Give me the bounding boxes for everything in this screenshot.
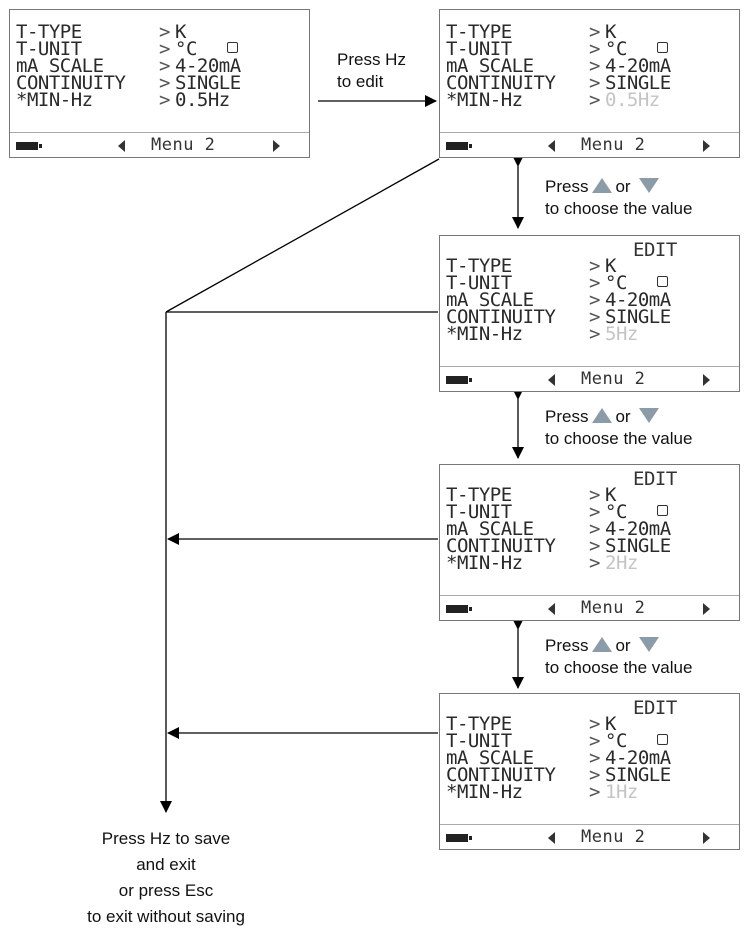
row-continuity: CONTINUITY>SINGLE [446, 535, 671, 557]
press-line: Press or [545, 176, 692, 198]
menu-label: Menu 2 [581, 827, 646, 847]
menu-label: Menu 2 [581, 598, 646, 618]
up-triangle-icon [592, 178, 613, 193]
press-text: Press [545, 407, 589, 426]
row-min-hz: *MIN-Hz>2Hz [446, 552, 638, 574]
choose-text: to choose the value [545, 429, 693, 448]
left-arrow-icon [548, 140, 555, 152]
left-arrow-icon [548, 832, 555, 844]
row-t-type: T-TYPE>K [446, 255, 616, 277]
lock-icon [226, 42, 238, 53]
left-arrow-icon [548, 374, 555, 386]
diagonal-connector [165, 158, 440, 313]
left-arrow-icon [548, 603, 555, 615]
row-t-unit: T-UNIT>°C [16, 40, 238, 59]
lcd-screen-5: EDIT T-TYPE>K T-UNIT>°C mA SCALE>4-20mA … [439, 693, 740, 850]
row-t-unit: T-UNIT>°C [446, 732, 668, 751]
lock-icon [656, 276, 668, 287]
press-line: Press or [545, 635, 692, 657]
note-line: and exit [136, 855, 196, 874]
menu-label: Menu 2 [151, 135, 216, 155]
status-bar: Menu 2 [440, 824, 739, 849]
row-t-unit: T-UNIT>°C [446, 503, 668, 522]
note-line: to exit without saving [87, 907, 245, 926]
status-bar: Menu 2 [10, 132, 309, 157]
or-text: or [615, 177, 631, 196]
row-ma-scale: mA SCALE>4-20mA [16, 55, 241, 77]
save-exit-note: Press Hz to save and exit or press Esc t… [44, 826, 288, 930]
row-continuity: CONTINUITY>SINGLE [446, 764, 671, 786]
up-triangle-icon [592, 408, 613, 423]
or-text: or [615, 407, 631, 426]
lock-icon [656, 42, 668, 53]
row-t-unit: T-UNIT>°C [446, 274, 668, 293]
battery-icon [446, 834, 472, 842]
note-line: or press Esc [118, 881, 214, 900]
right-arrow-icon [703, 140, 710, 152]
row-ma-scale: mA SCALE>4-20mA [446, 747, 671, 769]
row-ma-scale: mA SCALE>4-20mA [446, 518, 671, 540]
press-hz-to-edit-note: Press Hz to edit [337, 49, 406, 93]
menu-label: Menu 2 [581, 135, 646, 155]
status-bar: Menu 2 [440, 132, 739, 157]
edit-label: EDIT [633, 697, 677, 719]
or-text: or [615, 636, 631, 655]
lcd-screen-3: EDIT T-TYPE>K T-UNIT>°C mA SCALE>4-20mA … [439, 235, 740, 392]
row-t-type: T-TYPE>K [16, 21, 186, 43]
row-t-type: T-TYPE>K [446, 713, 616, 735]
choose-value-note-1: Press or to choose the value [545, 176, 692, 220]
choose-value-note-3: Press or to choose the value [545, 635, 692, 679]
row-continuity: CONTINUITY>SINGLE [446, 306, 671, 328]
right-arrow-icon [273, 140, 280, 152]
battery-icon [16, 142, 42, 150]
up-triangle-icon [592, 637, 613, 652]
choose-value-note-2: Press or to choose the value [545, 406, 692, 450]
status-bar: Menu 2 [440, 366, 739, 391]
row-t-unit: T-UNIT>°C [446, 40, 668, 59]
choose-text: to choose the value [545, 199, 693, 218]
note-line: to edit [337, 72, 384, 91]
note-line: Press Hz [337, 50, 406, 69]
row-min-hz: *MIN-Hz>0.5Hz [446, 89, 660, 111]
note-line: Press Hz to save [101, 829, 231, 848]
status-bar: Menu 2 [440, 595, 739, 620]
lock-icon [656, 505, 668, 516]
lcd-screen-4: EDIT T-TYPE>K T-UNIT>°C mA SCALE>4-20mA … [439, 464, 740, 621]
left-arrow-icon [118, 140, 125, 152]
right-arrow-icon [703, 832, 710, 844]
edit-label: EDIT [633, 239, 677, 261]
press-line: Press or [545, 406, 692, 428]
edit-label: EDIT [633, 468, 677, 490]
row-min-hz: *MIN-Hz>1Hz [446, 781, 638, 803]
row-t-type: T-TYPE>K [446, 21, 616, 43]
choose-text: to choose the value [545, 658, 693, 677]
battery-icon [446, 142, 472, 150]
battery-icon [446, 376, 472, 384]
lcd-screen-1: T-TYPE>K T-UNIT>°C mA SCALE>4-20mA CONTI… [9, 9, 310, 158]
right-arrow-icon [703, 374, 710, 386]
lock-icon [656, 734, 668, 745]
press-text: Press [545, 177, 589, 196]
row-ma-scale: mA SCALE>4-20mA [446, 289, 671, 311]
row-min-hz: *MIN-Hz>5Hz [446, 323, 638, 345]
row-continuity: CONTINUITY>SINGLE [16, 72, 241, 94]
row-min-hz: *MIN-Hz>0.5Hz [16, 89, 230, 111]
row-continuity: CONTINUITY>SINGLE [446, 72, 671, 94]
down-triangle-icon [638, 178, 659, 193]
battery-icon [446, 605, 472, 613]
row-ma-scale: mA SCALE>4-20mA [446, 55, 671, 77]
menu-label: Menu 2 [581, 369, 646, 389]
right-arrow-icon [703, 603, 710, 615]
row-t-type: T-TYPE>K [446, 484, 616, 506]
down-triangle-icon [638, 408, 659, 423]
down-triangle-icon [638, 637, 659, 652]
press-text: Press [545, 636, 589, 655]
lcd-screen-2: T-TYPE>K T-UNIT>°C mA SCALE>4-20mA CONTI… [439, 9, 740, 158]
